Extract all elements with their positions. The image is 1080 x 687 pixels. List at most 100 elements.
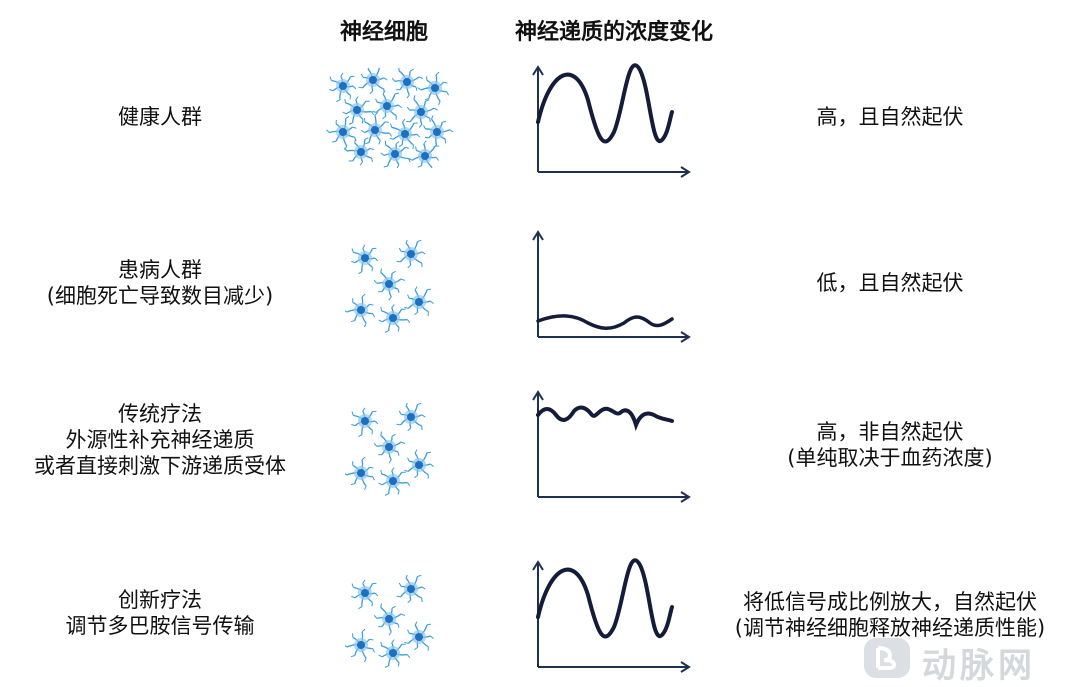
neuron-branch [372, 602, 373, 606]
neuron-branch [422, 252, 425, 254]
neuron-branch [414, 312, 417, 314]
concentration-curve [538, 560, 672, 636]
neuron-body [407, 413, 415, 421]
neuron [418, 72, 449, 105]
neuron-branch [405, 147, 409, 148]
neuron-branch [389, 460, 391, 463]
neuron-branch [379, 655, 383, 657]
neuron-branch [425, 100, 429, 102]
row-patients: 患病人群 (细胞死亡导致数目减少) 低，且自然起伏 [0, 225, 1080, 355]
neuron-branch [397, 165, 399, 168]
neuron-branch [355, 139, 356, 143]
neuron-branch [364, 658, 366, 662]
neuron-branch [351, 424, 355, 425]
watermark: 动脉网 [860, 636, 1075, 680]
row-healthy: 健康人群 高，且自然起伏 [0, 60, 1080, 190]
neuron-branch [368, 68, 369, 69]
neuron-branch [427, 624, 431, 625]
neuron [345, 457, 375, 490]
neuron-branch [392, 434, 396, 436]
neuron-body [353, 106, 361, 114]
neuron [374, 604, 405, 636]
neuron-body [357, 641, 365, 649]
neuron [390, 119, 420, 149]
neuron-branch [379, 320, 383, 322]
neuron-branch [374, 443, 377, 446]
neuron-branch [330, 77, 331, 81]
neuron [397, 240, 426, 268]
neuron-branch [408, 295, 410, 299]
neuron [404, 622, 433, 651]
neuron-branch [332, 141, 336, 142]
neuron [345, 629, 375, 662]
neuron-branch [370, 91, 373, 94]
neuron-branch [336, 100, 339, 102]
neuron-branch [392, 640, 395, 643]
neuron-body [385, 615, 393, 623]
neuron-branch [427, 289, 431, 290]
neuron-branch [385, 666, 389, 668]
neuron-body [417, 108, 425, 116]
neuron-branch [406, 575, 407, 578]
neuron-branch [438, 101, 440, 105]
row-result: 将低信号成比例放大，自然起伏 (调节神经细胞释放神经递质性能) [700, 589, 1080, 641]
neuron-body [415, 633, 423, 641]
neuron-branch [389, 632, 391, 635]
neuron-branch [399, 583, 401, 586]
row-label: 患病人群 (细胞死亡导致数目减少) [0, 257, 320, 309]
neuron-branch [365, 142, 369, 143]
neuron-branch [430, 464, 433, 467]
neuron-branch [392, 305, 395, 308]
neuron-branch [360, 162, 362, 165]
neuron-branch [399, 248, 401, 251]
neuron-branch [406, 403, 407, 406]
neuron-branch [379, 483, 383, 485]
neuron-branch [431, 167, 432, 168]
neuron [379, 640, 410, 668]
neuron-body [421, 152, 429, 160]
neuron-branch [401, 614, 405, 616]
neuron-branch [396, 141, 399, 143]
neuron-branch [362, 120, 363, 124]
neuron-body [401, 130, 409, 138]
neuron-branch [436, 157, 438, 160]
concentration-chart [520, 60, 700, 180]
header-neurons: 神经细胞 [340, 14, 428, 46]
neuron-branch [370, 304, 374, 305]
neuron-branch [364, 323, 366, 327]
neuron-body [389, 649, 397, 657]
neuron [379, 305, 410, 333]
neuron-cluster [325, 68, 455, 168]
neuron-branch [384, 78, 387, 80]
neuron-branch [361, 130, 364, 132]
neuron [345, 294, 375, 327]
concentration-curve [538, 316, 672, 328]
neuron-branch [352, 249, 353, 253]
neuron-branch [379, 141, 380, 145]
neuron-branch [407, 320, 409, 323]
neuron-branch [381, 432, 382, 436]
neuron-branch [373, 477, 375, 481]
neuron [343, 97, 374, 125]
neuron-branch [408, 600, 411, 603]
neuron-branch [415, 622, 417, 626]
neuron-branch [427, 452, 431, 453]
watermark-text: 动脉网 [922, 638, 1036, 687]
neuron-branch [351, 596, 355, 597]
concentration-curve [538, 408, 672, 425]
neuron-branch [392, 468, 395, 471]
neuron-branch [397, 261, 401, 262]
neuron-branch [414, 647, 417, 649]
neuron-branch [381, 307, 382, 311]
neuron-branch [381, 269, 382, 273]
neuron-branch [363, 580, 365, 583]
neuron-body [391, 150, 399, 158]
neuron [372, 91, 401, 120]
neuron-branch [390, 138, 394, 139]
neuron-branch [408, 265, 411, 268]
neuron-body [357, 469, 365, 477]
neuron-branch [430, 636, 433, 639]
neuron [374, 432, 405, 464]
neuron [359, 68, 388, 94]
neuron-branch [372, 158, 373, 162]
